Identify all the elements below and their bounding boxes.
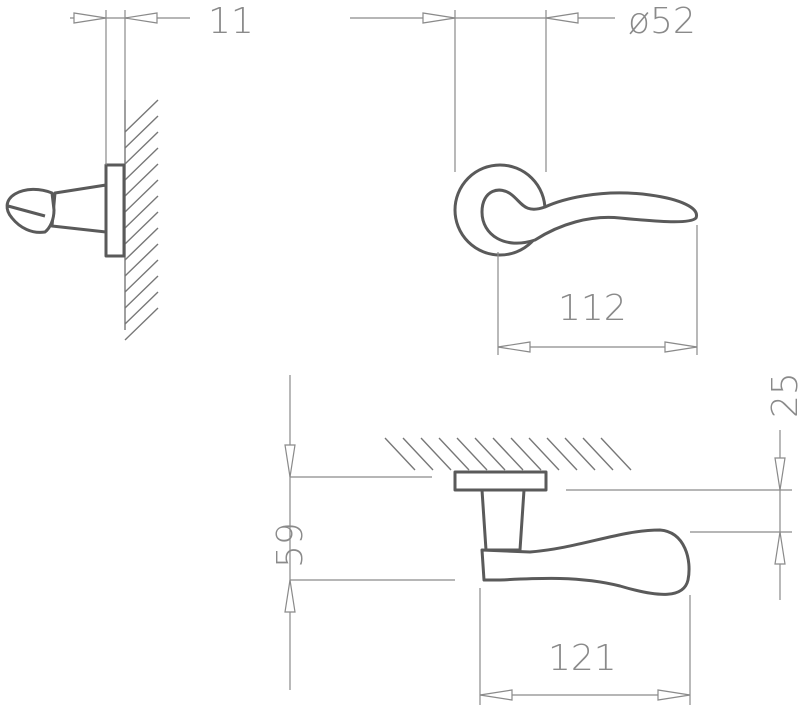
dim-lever-length-top: 112 bbox=[497, 225, 698, 355]
front-view: ø52 112 bbox=[350, 1, 698, 355]
rose-side bbox=[104, 163, 126, 258]
hatch-line bbox=[124, 227, 159, 261]
label-lever-length-top: 112 bbox=[558, 288, 627, 329]
label-lever-length-bottom: 121 bbox=[548, 638, 617, 679]
hatch-line bbox=[124, 307, 159, 341]
hatch-line bbox=[124, 243, 159, 277]
hatch-line bbox=[528, 437, 560, 471]
hatch-line bbox=[124, 259, 159, 293]
wall-hatch-horizontal bbox=[384, 437, 632, 471]
hatch-line bbox=[564, 437, 596, 471]
hatch-line bbox=[420, 437, 452, 471]
hatch-line bbox=[124, 163, 159, 197]
hatch-line bbox=[600, 437, 632, 471]
hatch-line bbox=[402, 437, 434, 471]
lever-front bbox=[480, 188, 698, 245]
label-rose-thickness: 11 bbox=[208, 1, 254, 42]
label-lever-height: 25 bbox=[765, 372, 800, 418]
hatch-line bbox=[124, 275, 159, 309]
hatch-line bbox=[124, 179, 159, 213]
hatch-line bbox=[492, 437, 524, 471]
lever-neck-side bbox=[50, 183, 108, 234]
hatch-line bbox=[474, 437, 506, 471]
wall-hatch-vertical bbox=[124, 99, 159, 341]
hatch-line bbox=[124, 99, 159, 133]
dim-lever-length-bottom: 121 bbox=[479, 588, 691, 705]
hatch-line bbox=[510, 437, 542, 471]
lever-tip-side bbox=[5, 187, 56, 234]
hatch-line bbox=[456, 437, 488, 471]
hatch-line bbox=[124, 195, 159, 229]
dim-lever-height: 25 bbox=[566, 372, 800, 600]
side-view: 11 bbox=[5, 1, 254, 341]
top-view: 59 25 121 bbox=[270, 372, 800, 705]
hatch-line bbox=[546, 437, 578, 471]
hatch-line bbox=[384, 437, 416, 471]
label-rose-diameter: ø52 bbox=[628, 1, 696, 42]
dim-rose-diameter: ø52 bbox=[350, 1, 696, 172]
hatch-line bbox=[124, 291, 159, 325]
dim-rose-thickness: 11 bbox=[70, 1, 254, 165]
lever-neck-top bbox=[480, 488, 526, 552]
hatch-line bbox=[124, 131, 159, 165]
dim-projection: 59 bbox=[270, 375, 455, 690]
hatch-line bbox=[438, 437, 470, 471]
hatch-line bbox=[124, 147, 159, 181]
rose-top bbox=[453, 470, 548, 492]
label-projection: 59 bbox=[270, 522, 311, 568]
hatch-line bbox=[124, 115, 159, 149]
lever-top bbox=[480, 528, 691, 596]
hatch-line bbox=[582, 437, 614, 471]
hatch-line bbox=[124, 211, 159, 245]
